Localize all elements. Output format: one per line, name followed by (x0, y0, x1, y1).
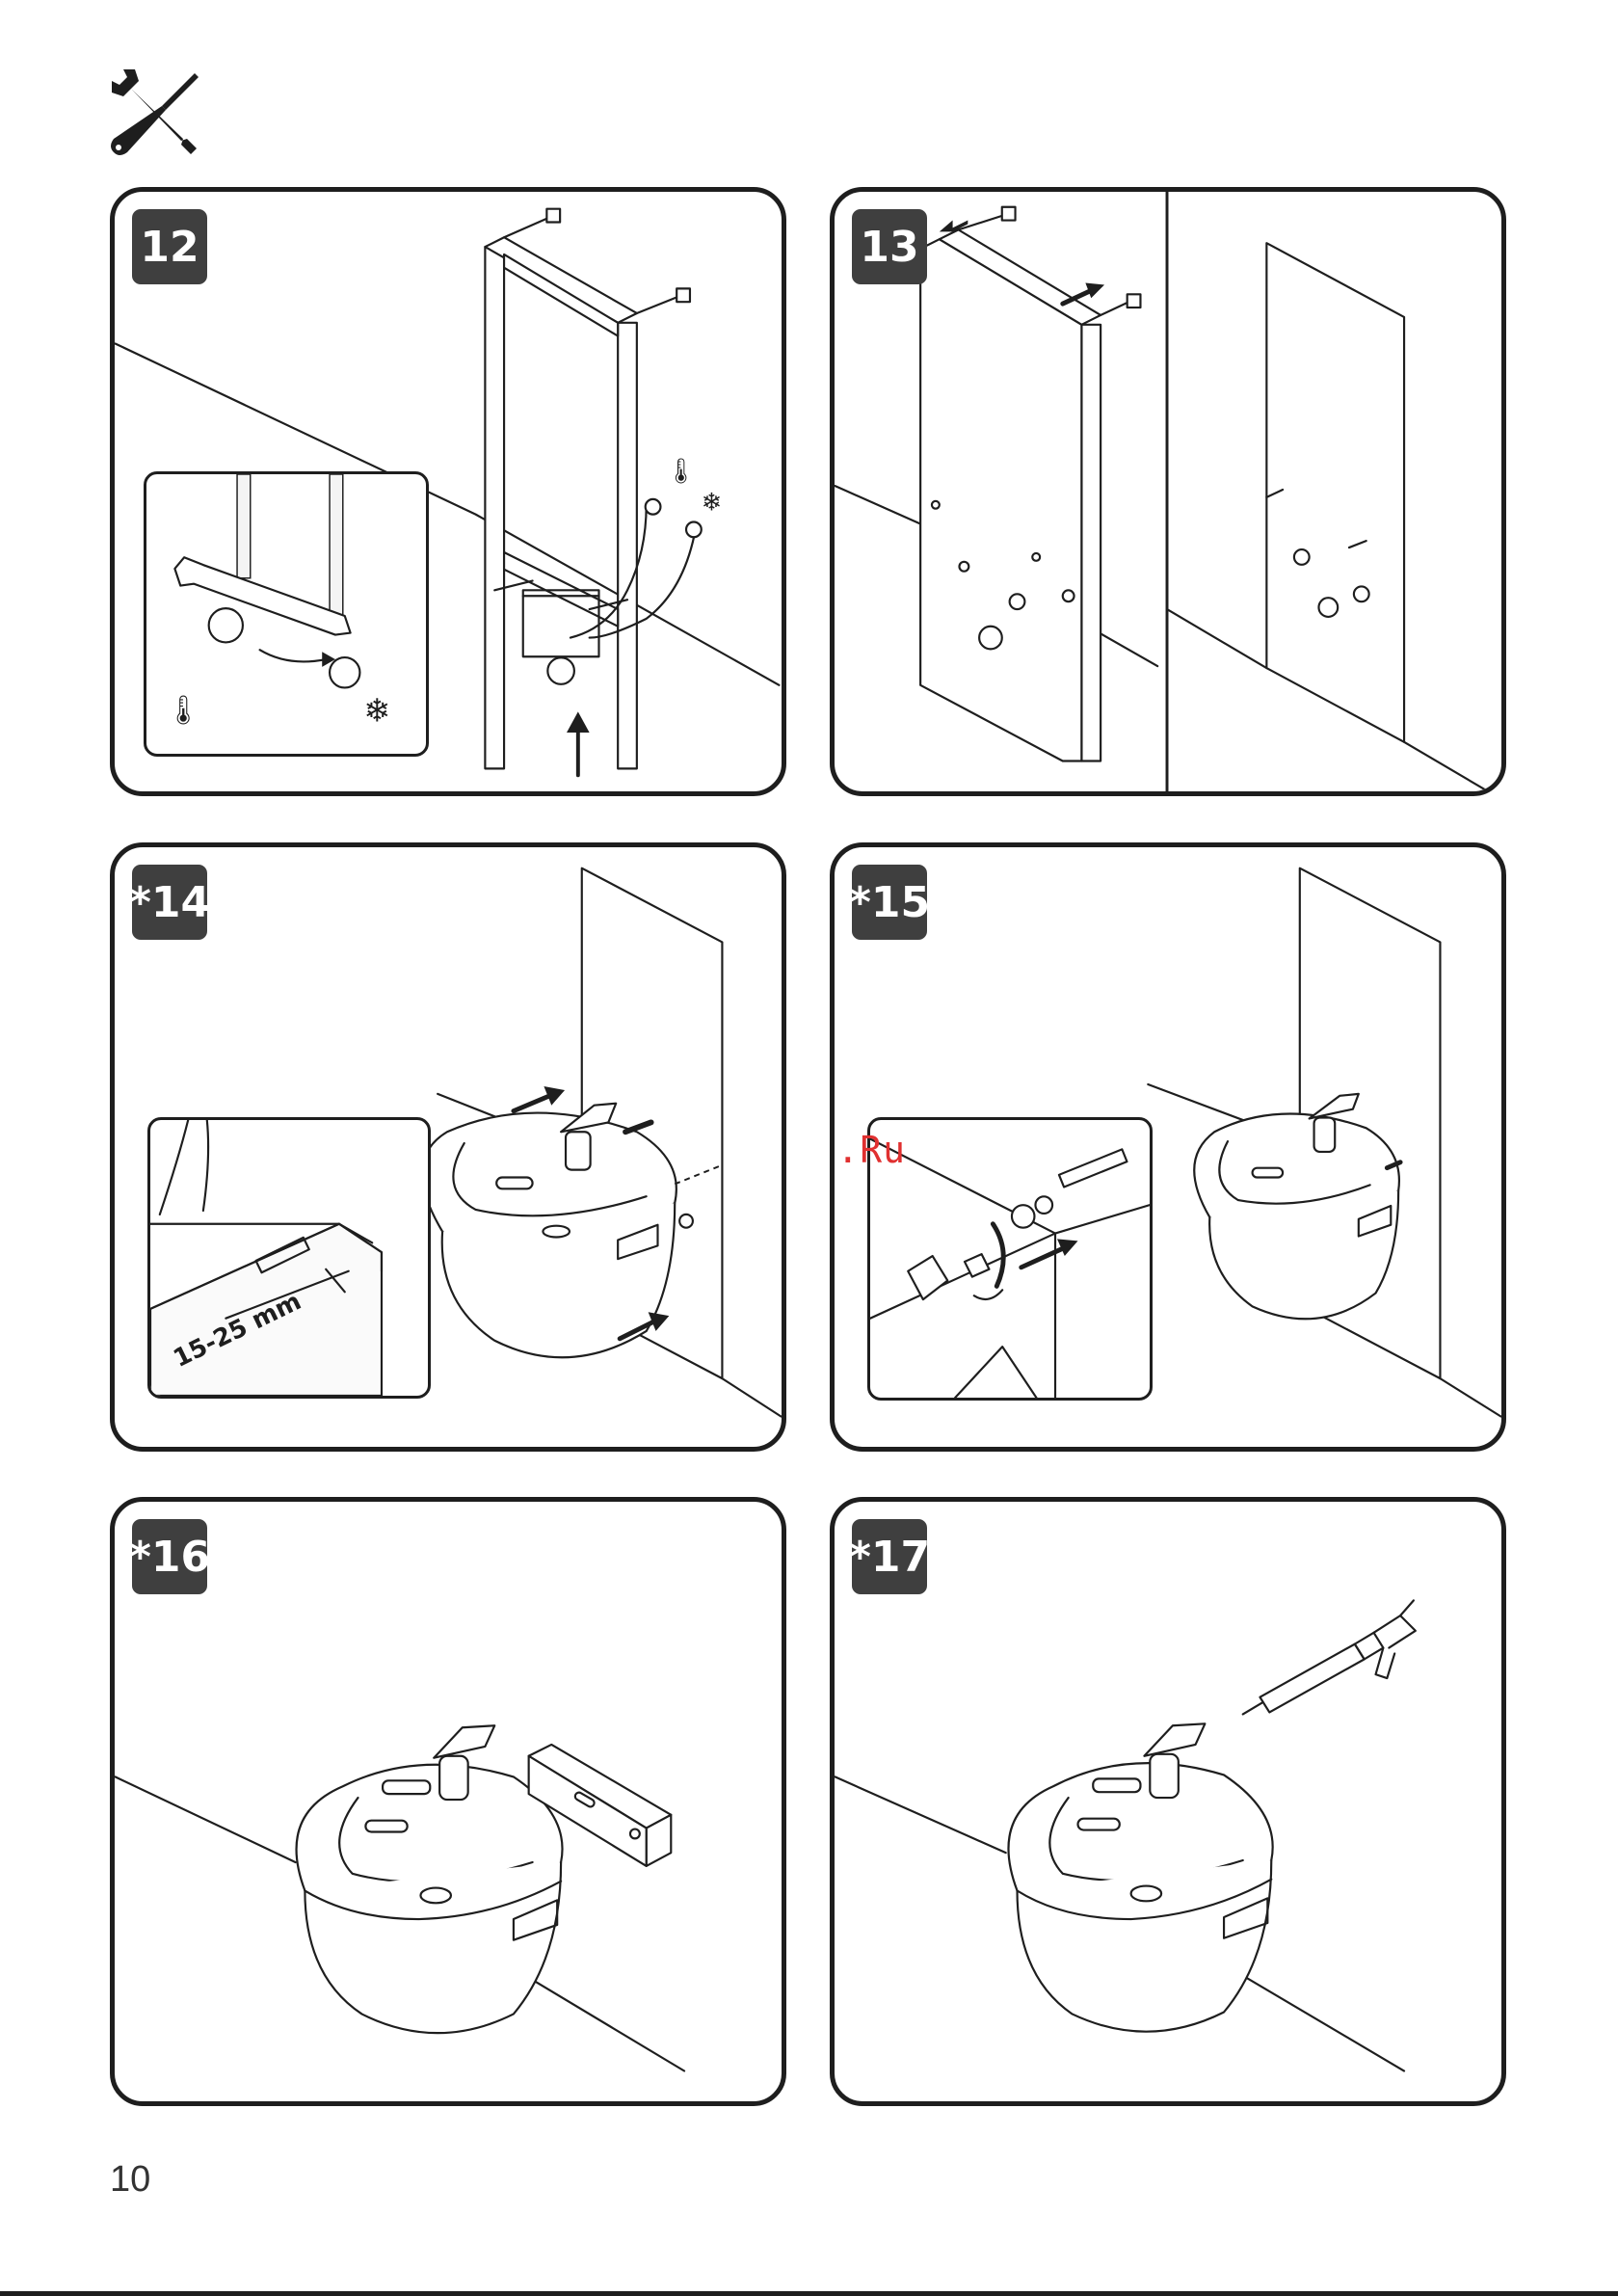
step-14-panel: *14 15-25 mm (110, 842, 786, 1452)
bottom-rule (0, 2291, 1618, 2296)
svg-text:🌡: 🌡 (166, 694, 201, 727)
step-12-detail-inset: 🌡 ❄ (144, 471, 429, 757)
step-15-badge: *15 (852, 865, 927, 940)
step-16-panel: *16 (110, 1497, 786, 2106)
step-17-panel: *17 (830, 1497, 1506, 2106)
step-14-badge: *14 (132, 865, 207, 940)
step-12-badge: 12 (132, 209, 207, 284)
step-17-badge: *17 (852, 1519, 927, 1594)
step-14-detail-inset: 15-25 mm (147, 1117, 431, 1399)
step-13-badge: 13 (852, 209, 927, 284)
tools-icon (106, 64, 202, 160)
step-16-illustration (115, 1502, 782, 2101)
step-17-illustration (835, 1502, 1501, 2101)
step-13-illustration (835, 192, 1501, 791)
page-number: 10 (110, 2159, 150, 2201)
step-16-badge: *16 (132, 1519, 207, 1594)
step-12-panel: 12 🌡 ❄ (110, 187, 786, 796)
hot-water-icon: 🌡 (665, 457, 696, 486)
svg-text:❄: ❄ (363, 692, 390, 730)
step-15-panel: *15 McGrp.Ru (830, 842, 1506, 1452)
step-13-panel: 13 (830, 187, 1506, 796)
watermark: McGrp.Ru (830, 1129, 906, 1171)
cold-water-icon: ❄ (702, 489, 722, 518)
step-15-detail-inset (867, 1117, 1153, 1401)
